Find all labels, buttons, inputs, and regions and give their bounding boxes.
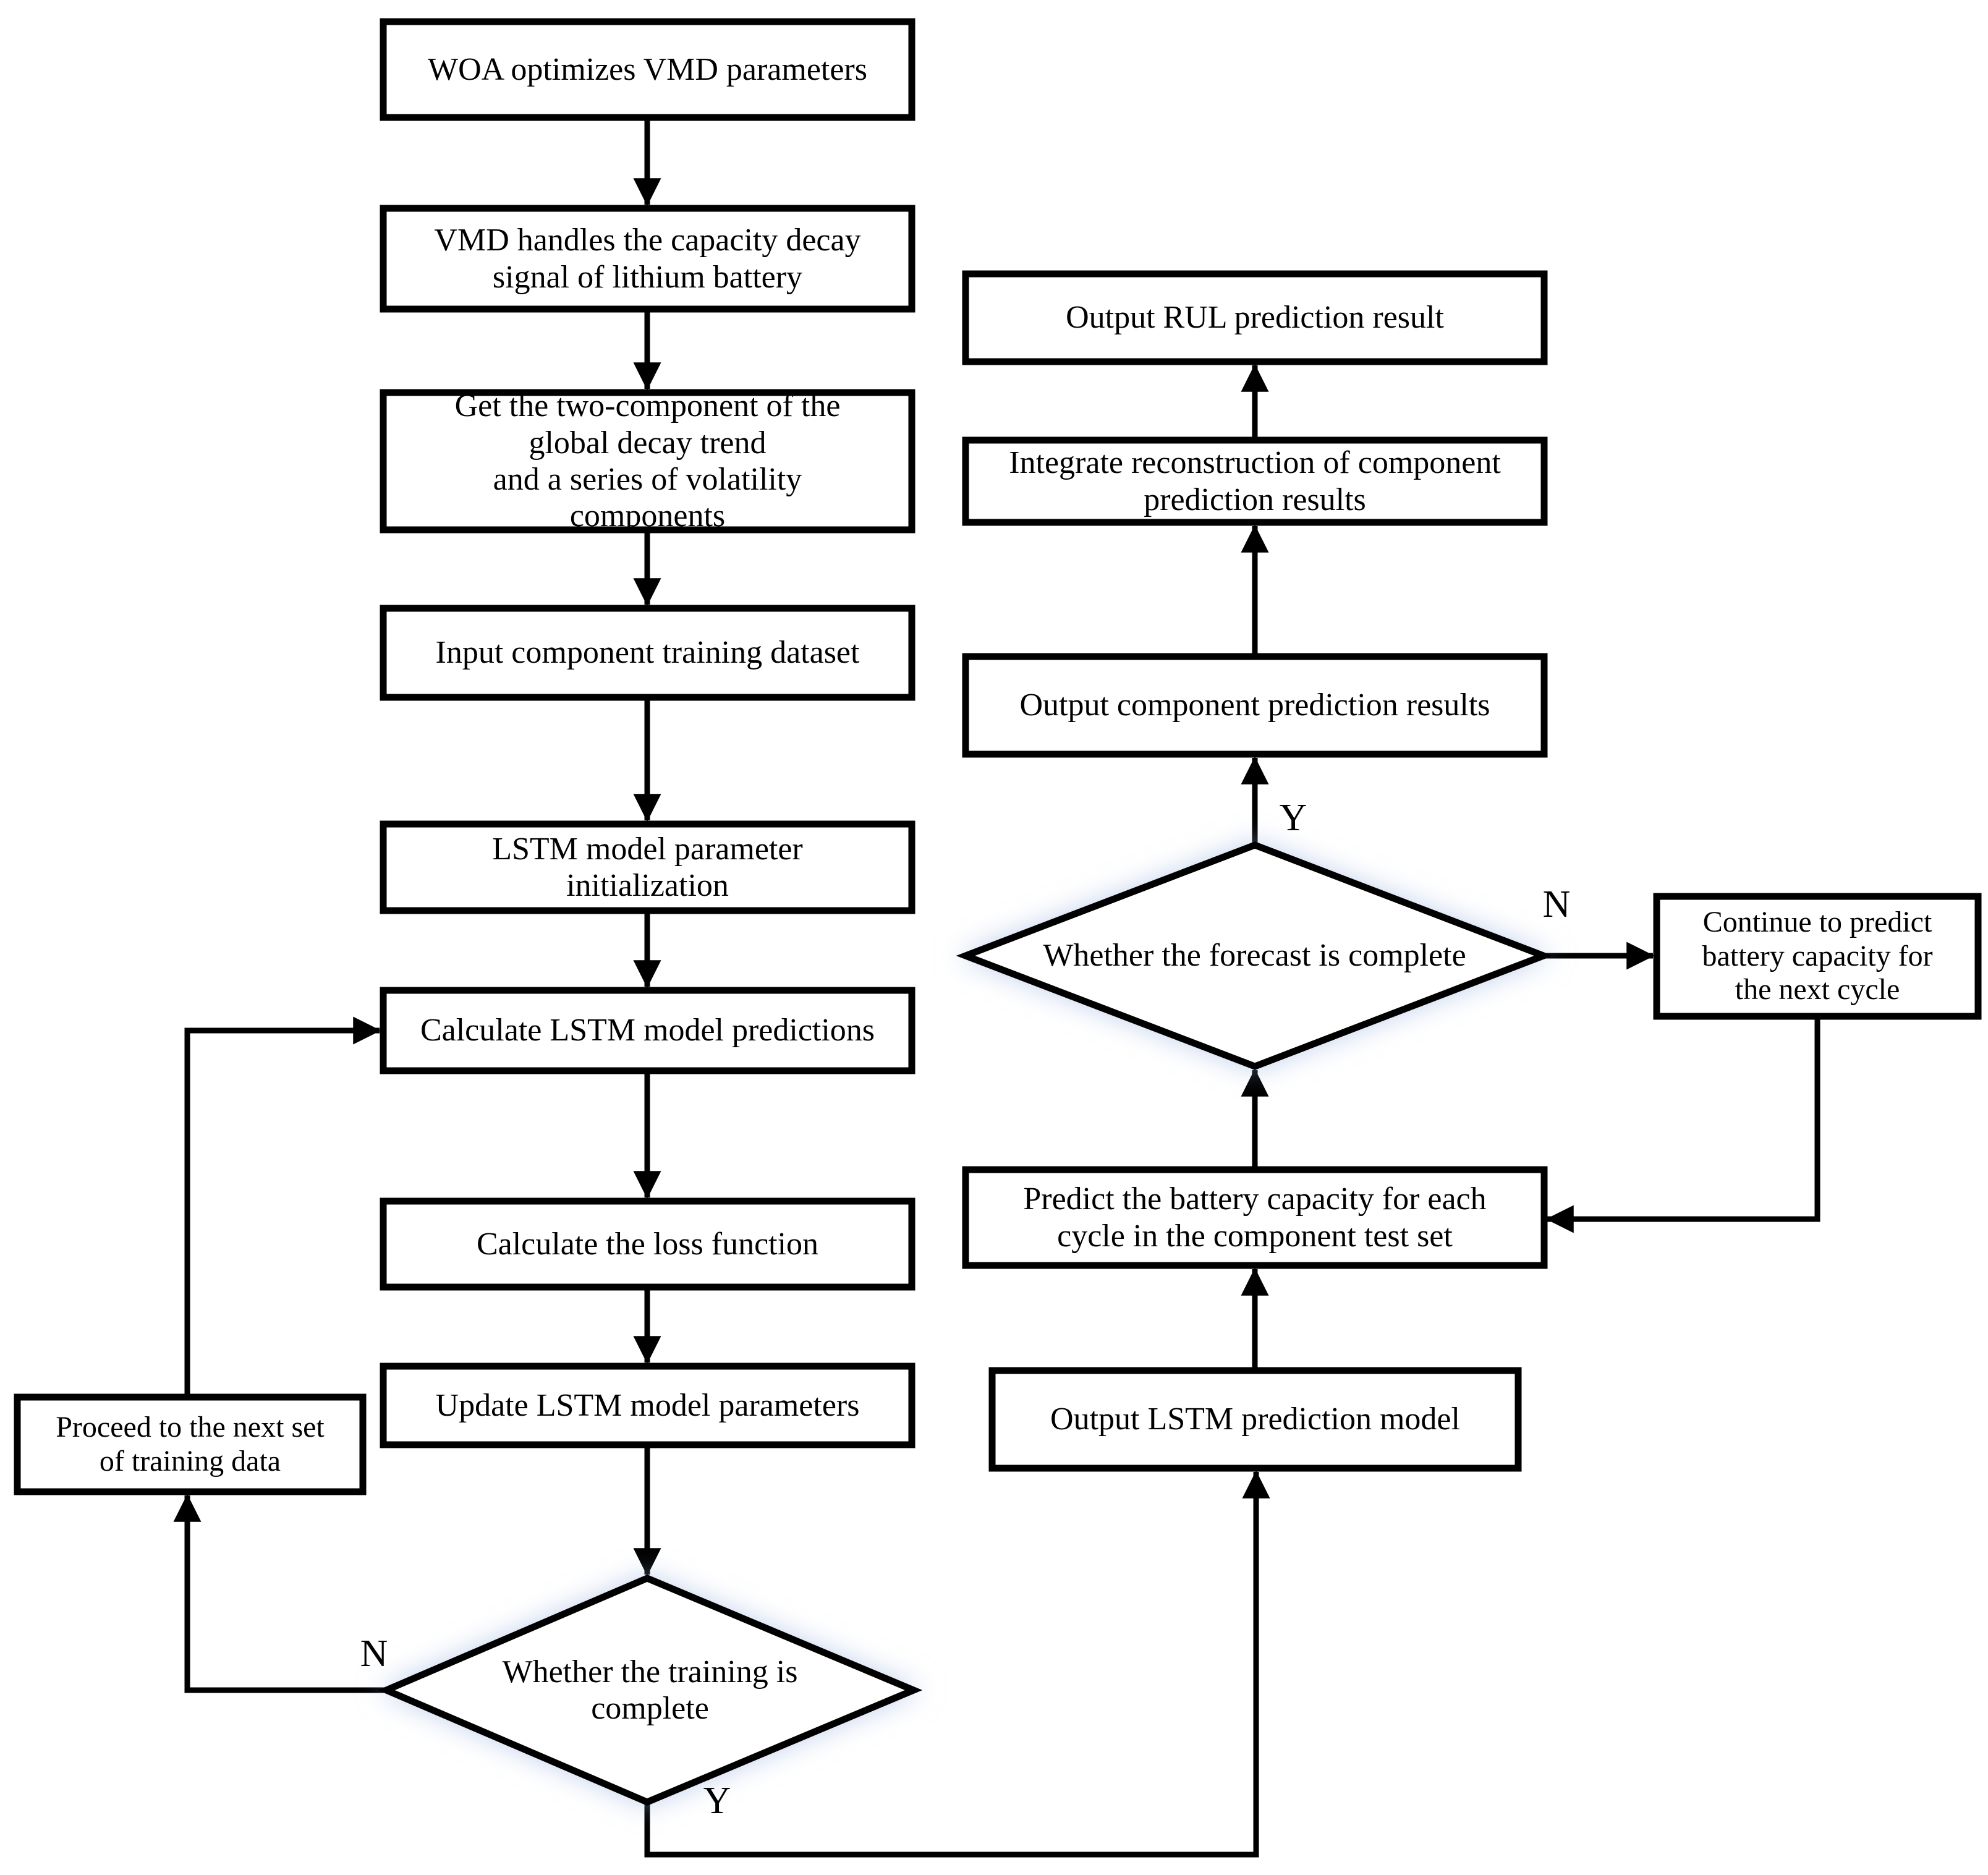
node-proceed-next-shape xyxy=(14,1393,367,1495)
edge-training-no-to-proceed xyxy=(173,1494,386,1693)
node-woa-shape xyxy=(380,18,915,121)
node-get-components-shape xyxy=(380,389,915,534)
node-calc-loss-shape xyxy=(380,1197,915,1291)
node-forecast-complete-shape xyxy=(956,841,1553,1070)
node-calc-predictions-shape xyxy=(380,987,915,1074)
node-continue-predict-shape xyxy=(1653,893,1982,1020)
node-output-component-shape xyxy=(962,653,1548,758)
edge-continue-to-predict xyxy=(1545,1016,1820,1233)
node-predict-capacity-shape xyxy=(962,1166,1548,1269)
node-integrate-shape xyxy=(962,436,1548,526)
node-training-complete-shape xyxy=(378,1575,923,1806)
node-update-params-shape xyxy=(380,1363,915,1448)
node-output-rul-shape xyxy=(962,270,1548,365)
node-input-dataset-shape xyxy=(380,605,915,701)
node-output-lstm-shape xyxy=(988,1367,1522,1472)
edge-training-yes-to-outputlstm xyxy=(644,1470,1270,1858)
node-lstm-init-shape xyxy=(380,820,915,914)
edge-proceed-to-calcpred xyxy=(184,1016,381,1397)
node-vmd-handles-shape xyxy=(380,205,915,313)
